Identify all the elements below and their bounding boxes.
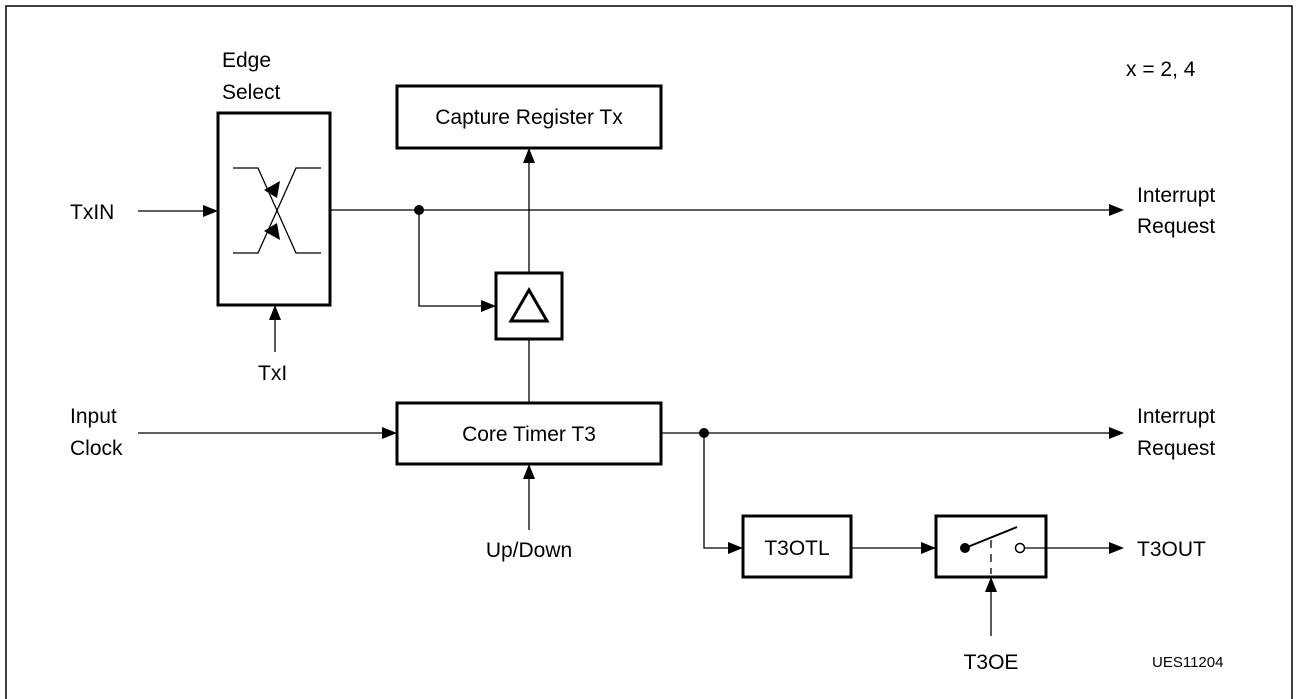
txin-label: TxIN <box>70 201 114 224</box>
note-label: x = 2, 4 <box>1126 58 1196 81</box>
capture-register-block <box>395 84 663 150</box>
t3otl-block <box>741 514 853 579</box>
t3otl-label: T3OTL <box>764 537 829 560</box>
input-clock-line2: Clock <box>70 437 123 460</box>
edge-to-trigger-wire <box>418 210 482 307</box>
interrupt-request-top-line2: Request <box>1137 215 1215 238</box>
up-down-arrow-icon <box>523 464 535 479</box>
delta-icon <box>508 287 550 323</box>
input-clock-arrow-icon <box>382 427 397 439</box>
t3out-label: T3OUT <box>1137 538 1206 561</box>
edge-select-block <box>216 111 332 307</box>
capture-trigger-block <box>494 271 564 341</box>
t3otl-input-arrow-icon <box>728 542 743 554</box>
txi-label: TxI <box>258 362 287 385</box>
input-clock-line1: Input <box>70 405 117 428</box>
txin-arrow-icon <box>203 205 218 217</box>
core-timer-label: Core Timer T3 <box>462 423 596 446</box>
edge-select-label-line2: Select <box>222 81 281 104</box>
interrupt-top-arrow-icon <box>1109 204 1124 216</box>
interrupt-request-bottom-line2: Request <box>1137 437 1215 460</box>
core-timer-block <box>395 401 663 466</box>
t3oe-label: T3OE <box>964 651 1019 674</box>
rising-edge-arrow-icon <box>264 181 280 198</box>
switch-input-arrow-icon <box>921 542 936 554</box>
interrupt-request-top-line1: Interrupt <box>1137 184 1215 207</box>
up-down-label: Up/Down <box>486 539 572 562</box>
t3oe-arrow-icon <box>985 577 997 592</box>
switch-lever-icon <box>964 526 1018 549</box>
edge-select-label-line1: Edge <box>222 49 271 72</box>
trigger-input-arrow-icon <box>481 300 496 312</box>
falling-edge-arrow-icon <box>264 223 280 240</box>
timer-to-t3otl-wire <box>703 433 729 549</box>
frame <box>5 5 1293 699</box>
interrupt-bottom-arrow-icon <box>1109 427 1124 439</box>
interrupt-request-bottom-line1: Interrupt <box>1137 405 1215 428</box>
t3out-arrow-icon <box>1109 542 1124 554</box>
figure-id-label: UES11204 <box>1152 654 1223 671</box>
capture-arrow-icon <box>523 148 535 163</box>
output-switch-block <box>934 514 1048 579</box>
txi-arrow-icon <box>269 305 281 320</box>
capture-register-label: Capture Register Tx <box>435 106 623 129</box>
switch-contact-icon <box>1014 542 1026 554</box>
